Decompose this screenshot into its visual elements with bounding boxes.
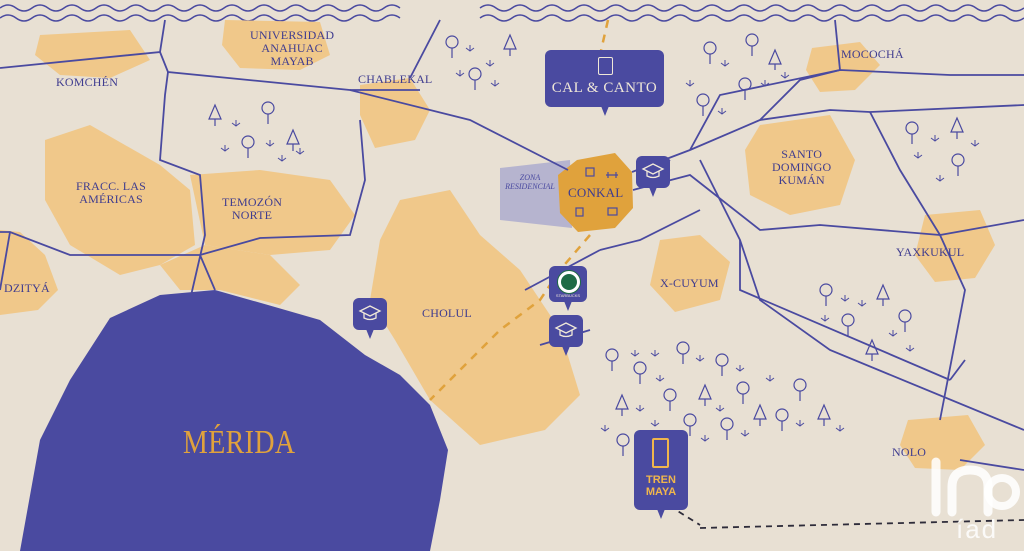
tren-maya-pin[interactable]: TREN MAYA xyxy=(634,430,688,519)
tren-maya-route xyxy=(659,499,1024,529)
label-fracc-americas: FRACC. LAS AMÉRICAS xyxy=(76,179,147,206)
conkal-area xyxy=(558,153,633,232)
school-pin-south[interactable] xyxy=(549,315,583,356)
school-pin-conkal[interactable] xyxy=(636,156,670,197)
starbucks-label: STARBUCKS xyxy=(555,293,581,298)
label-komchen: KOMCHÉN xyxy=(56,75,119,89)
region-temozon-lower xyxy=(160,245,300,305)
forest-clusters xyxy=(208,33,980,456)
region-chablekal xyxy=(360,78,430,148)
conkal-icons xyxy=(575,167,618,217)
label-cholul: CHOLUL xyxy=(422,306,472,320)
iad-logo-icon xyxy=(931,457,1020,517)
region-cholul xyxy=(370,190,580,445)
cal-canto-label: CAL & CANTO xyxy=(551,80,658,96)
train-icon xyxy=(652,438,669,468)
train-route xyxy=(429,19,610,401)
cal-canto-pin[interactable]: CAL & CANTO xyxy=(545,50,664,116)
school-pin-cholul[interactable] xyxy=(353,298,387,339)
region-komchen xyxy=(35,30,150,78)
label-nolo: NOLO xyxy=(892,445,927,459)
region-dzitya xyxy=(0,230,58,315)
label-temozon-norte: TEMOZÓN NORTE xyxy=(222,195,283,222)
graduation-cap-icon xyxy=(358,305,382,321)
region-mococha xyxy=(806,42,880,92)
iad-watermark-logo: íad xyxy=(922,452,1022,547)
label-dzitya: DZITYÁ xyxy=(4,281,50,295)
label-conkal: CONKAL xyxy=(568,185,624,200)
starbucks-logo-icon xyxy=(557,270,581,294)
label-merida: MÉRIDA xyxy=(183,424,296,461)
region-fracc xyxy=(45,125,195,275)
merida-city-area xyxy=(20,290,448,551)
graduation-cap-icon xyxy=(554,322,578,338)
label-santo-domingo: SANTO DOMINGO KUMÁN xyxy=(772,147,832,187)
graduation-cap-icon xyxy=(641,163,665,179)
zona-residencial-area xyxy=(500,160,572,228)
coast-waves xyxy=(0,4,1024,22)
region-universidad xyxy=(222,20,330,70)
label-x-cuyum: X-CUYUM xyxy=(660,276,719,290)
tren-maya-label: TREN MAYA xyxy=(645,474,677,498)
watermark-text: íad xyxy=(956,514,999,544)
cal-canto-logo-icon xyxy=(598,57,613,75)
tree-icon xyxy=(208,33,965,456)
label-zona-residencial: ZONA RESIDENCIAL xyxy=(505,173,555,191)
label-yaxkukul: YAXKUKUL xyxy=(896,245,965,259)
region-temozon xyxy=(190,170,355,255)
region-nolo xyxy=(900,415,985,470)
plant-icon xyxy=(220,45,980,447)
starbucks-pin[interactable]: STARBUCKS xyxy=(549,266,587,311)
region-xcuyum xyxy=(650,235,730,312)
label-mococha: MOCOCHÁ xyxy=(841,47,904,61)
label-chablekal: CHABLEKAL xyxy=(358,72,433,86)
region-santo-domingo xyxy=(745,115,855,215)
label-universidad: UNIVERSIDAD ANAHUAC MAYAB xyxy=(250,28,335,68)
region-areas xyxy=(0,20,995,470)
